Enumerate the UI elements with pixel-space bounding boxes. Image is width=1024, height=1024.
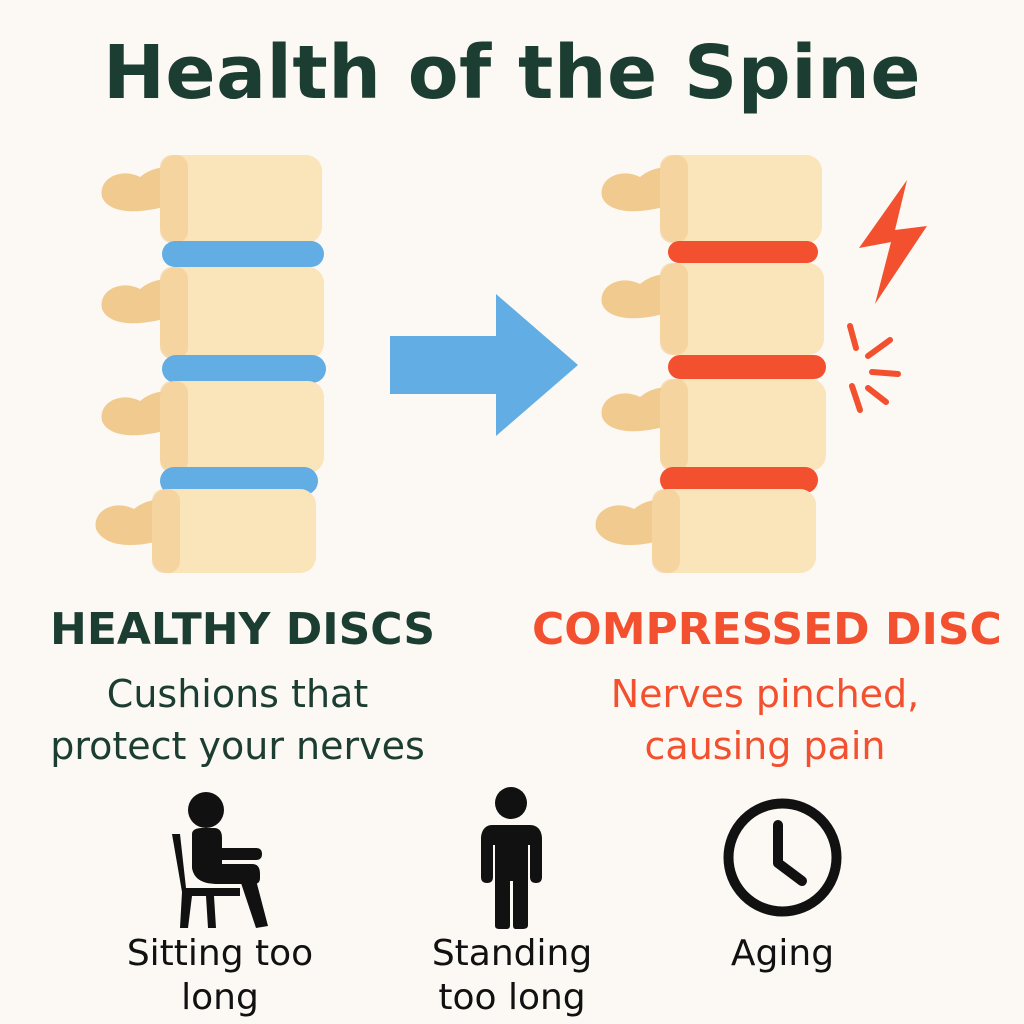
cause-caption-aging: Aging [680, 932, 885, 976]
vertebra-3 [101, 381, 324, 473]
cause-caption-aging-line1: Aging [730, 933, 835, 974]
arrow-right-icon [390, 294, 578, 436]
compressed-heading: COMPRESSED DISC [532, 604, 1002, 655]
compressed-disc-2 [668, 355, 826, 379]
pain-burst-icon [847, 323, 901, 413]
compressed-disc-1 [668, 241, 818, 263]
healthy-disc-3 [160, 467, 318, 495]
vertebra-4 [595, 489, 816, 573]
compressed-description-line1: Nerves pinched, [610, 672, 920, 716]
vertebra-2 [101, 267, 324, 359]
cause-caption-sitting: Sitting too long [90, 932, 350, 1020]
vertebra-3 [601, 379, 826, 471]
standing-person-icon [481, 787, 542, 929]
vertebra-1 [601, 155, 822, 243]
cause-caption-standing-line1: Standing [431, 933, 593, 974]
healthy-heading: HEALTHY DISCS [50, 604, 436, 655]
page-title: Health of the Spine [102, 30, 922, 116]
clock-icon [723, 798, 842, 917]
cause-caption-sitting-line1: Sitting too [126, 933, 314, 974]
healthy-description: Cushions that protect your nerves [0, 668, 475, 772]
healthy-disc-1 [162, 241, 324, 267]
compressed-description: Nerves pinched, causing pain [530, 668, 1000, 772]
vertebra-2 [601, 263, 824, 355]
healthy-description-line2: protect your nerves [50, 724, 425, 768]
cause-caption-standing-line2: too long [438, 977, 586, 1018]
sitting-person-icon [172, 792, 268, 928]
cause-caption-standing: Standing too long [388, 932, 636, 1020]
vertebra-4 [95, 489, 316, 573]
healthy-description-line1: Cushions that [106, 672, 369, 716]
lightning-bolt-icon [859, 180, 927, 304]
compressed-disc-3 [660, 467, 818, 493]
vertebra-1 [101, 155, 322, 243]
healthy-spine-illustration [95, 155, 326, 573]
healthy-disc-2 [162, 355, 326, 383]
compressed-spine-illustration [595, 155, 826, 573]
cause-caption-sitting-line2: long [181, 977, 259, 1018]
compressed-description-line2: causing pain [644, 724, 886, 768]
